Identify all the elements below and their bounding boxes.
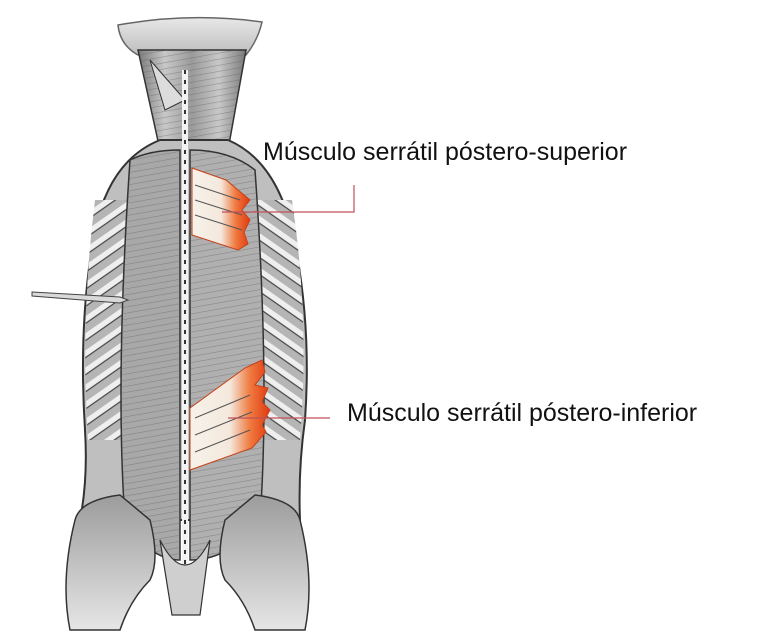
label-serratus-posterior-superior: Músculo serrátil póstero-superior xyxy=(263,138,628,166)
label-serratus-posterior-inferior: Músculo serrátil póstero-inferior xyxy=(347,399,698,427)
pelvis xyxy=(65,494,310,631)
leader-line-superior xyxy=(222,185,355,213)
serratus-posterior-inferior-muscle xyxy=(189,359,271,471)
neck-muscles xyxy=(137,49,247,151)
retractor-hook xyxy=(31,291,130,304)
skull-base xyxy=(117,16,263,56)
erector-spinae xyxy=(120,149,265,561)
